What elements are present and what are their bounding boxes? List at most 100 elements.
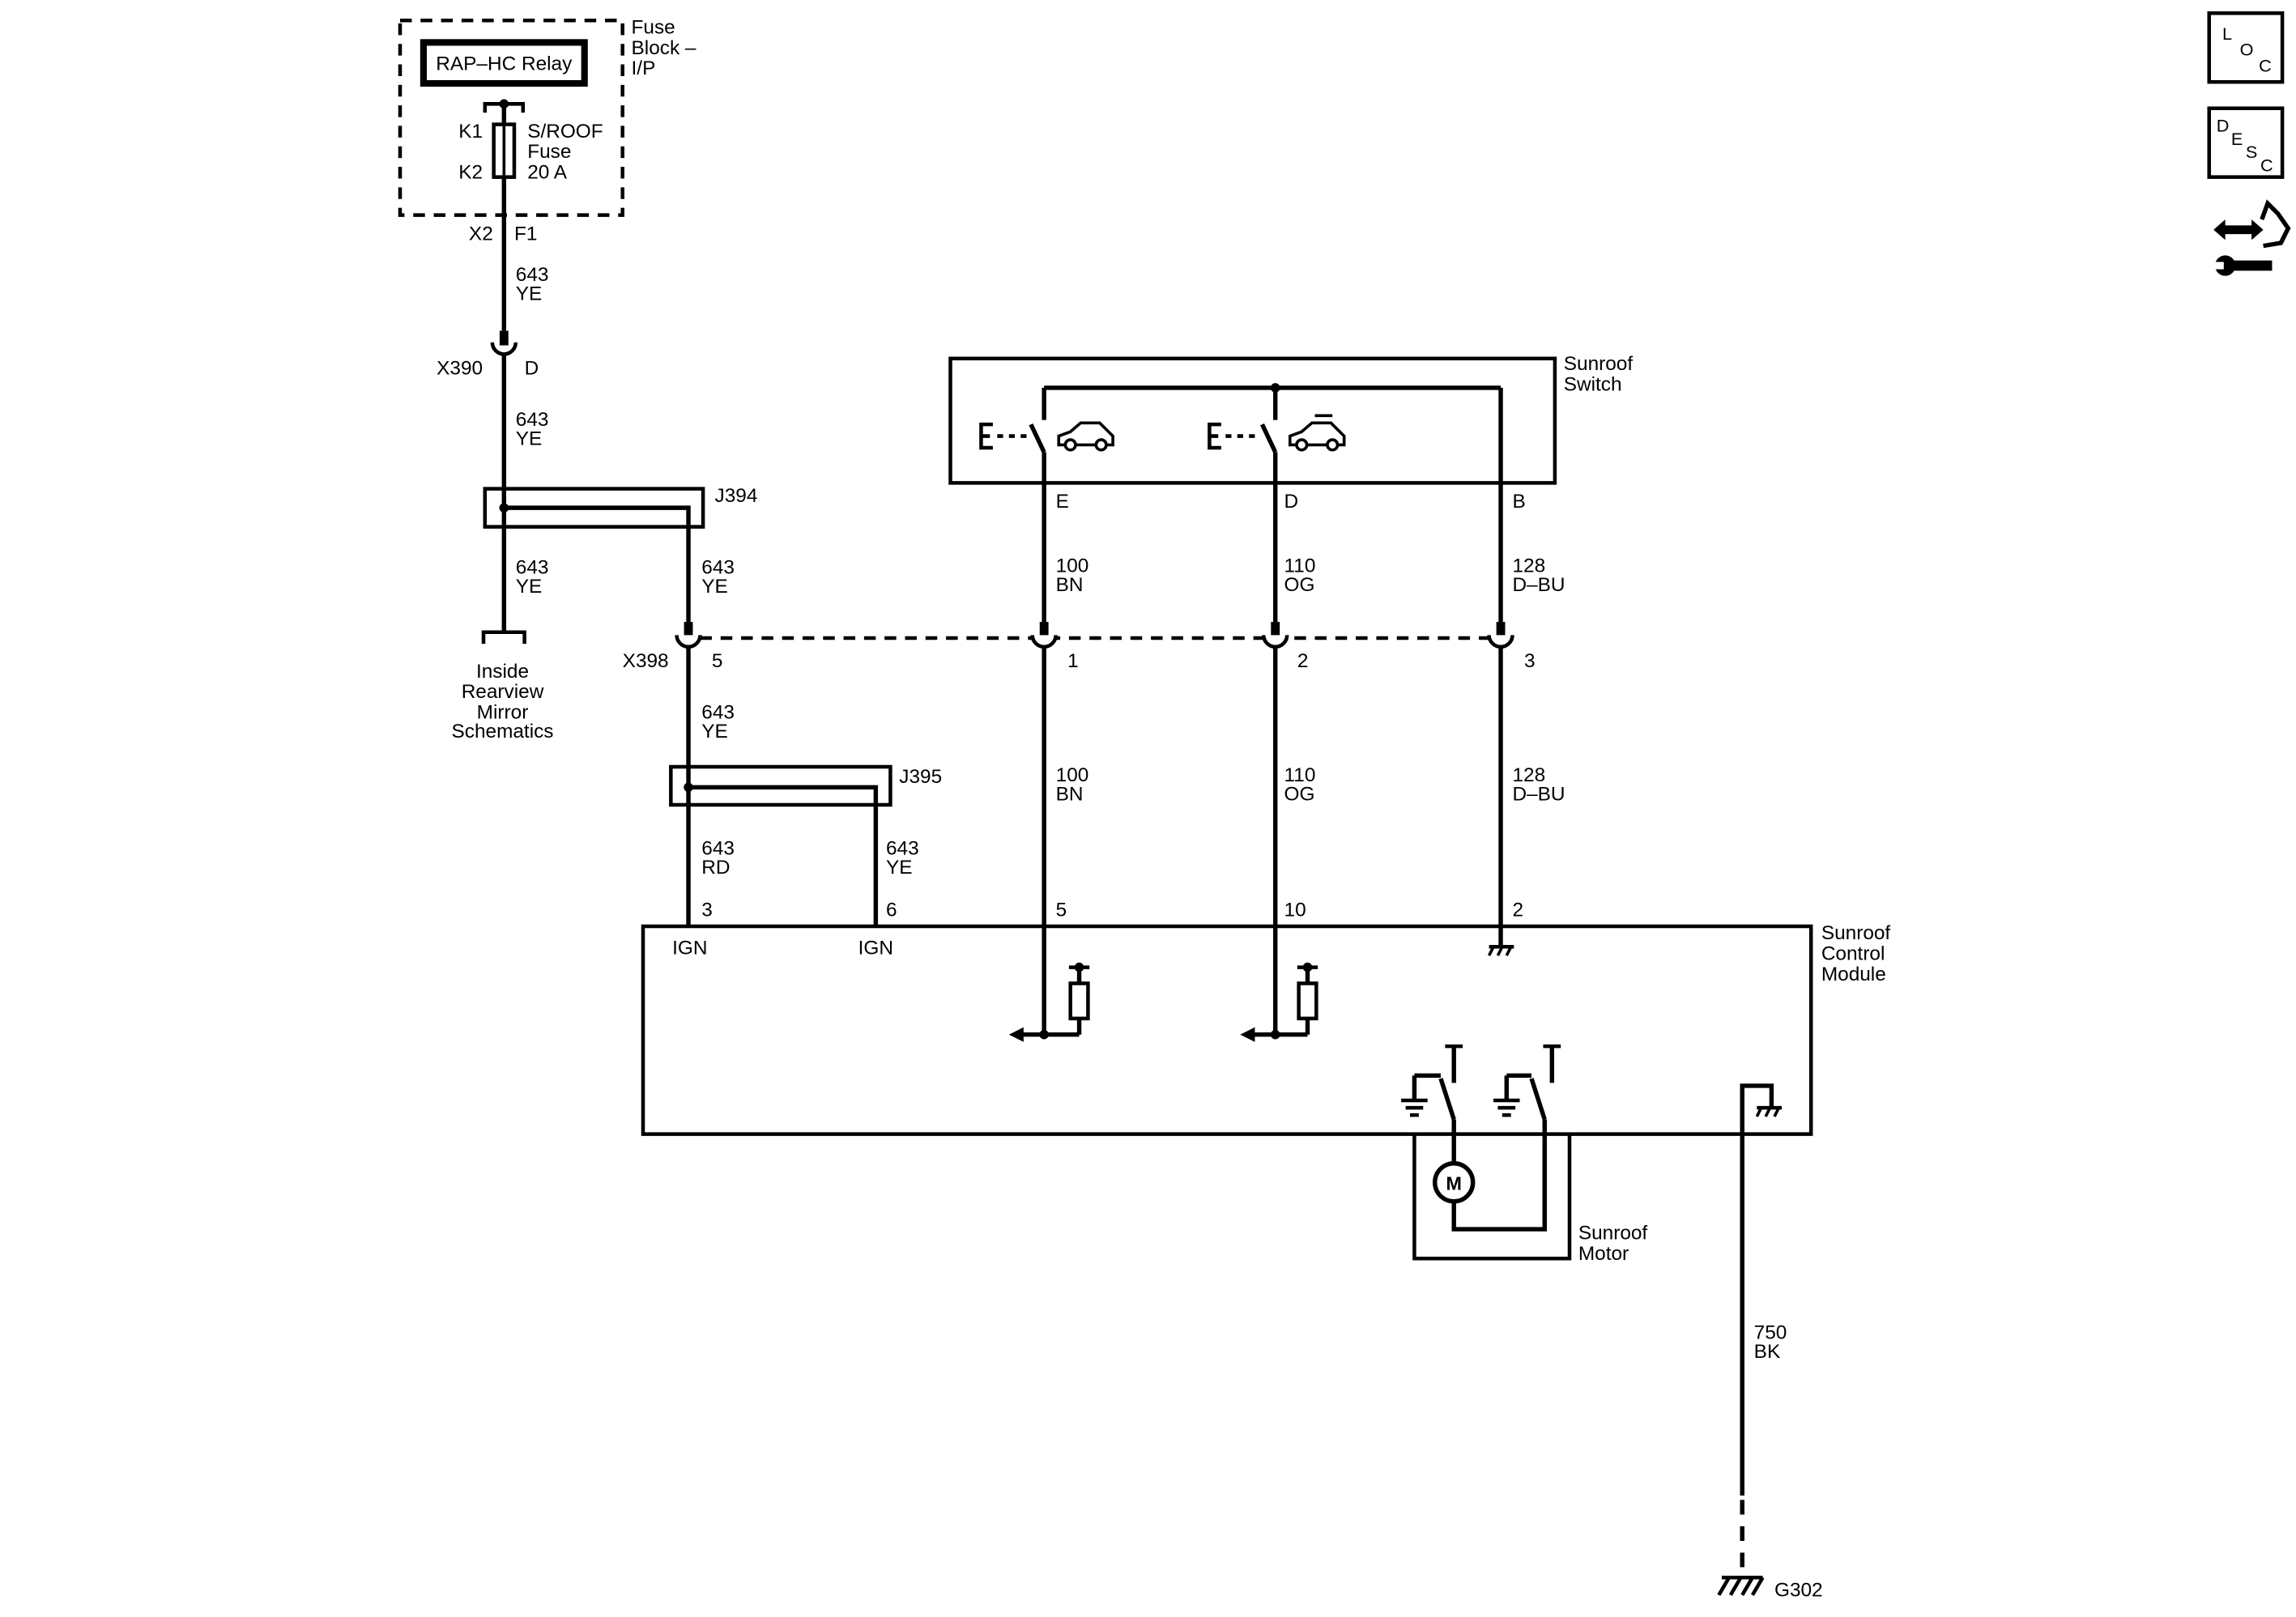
j395-pack (669, 764, 892, 807)
reference-voltage-node (1074, 962, 1084, 972)
j395-name: J395 (899, 766, 942, 788)
x398-pin-1-female (1030, 635, 1058, 649)
wrench-arrow-icon[interactable] (2212, 199, 2291, 276)
wire-switch-d-to-x398: 110 OG (1273, 452, 1315, 623)
wire-color: YE (701, 721, 728, 743)
desc-button[interactable]: D E S C (2207, 106, 2285, 179)
loc-letter-c: C (2259, 56, 2272, 76)
fuse-rating: 20 A (527, 161, 568, 183)
contact-blade (1029, 423, 1046, 453)
wire-x390-to-j394: 643 YE (501, 354, 549, 509)
mirror-ref-line-2: Rearview (462, 681, 544, 703)
circuit-number: 643 (701, 837, 735, 859)
wire-switch-e-to-x398: 100 BN (1042, 452, 1089, 623)
fuse-block-connector: X2 (469, 223, 493, 245)
wire-color: OG (1284, 574, 1315, 596)
wrench-handle-icon (2230, 260, 2273, 271)
loc-button[interactable]: L O C (2207, 11, 2285, 84)
x390-pin-label: D (525, 358, 539, 380)
switch-input-pullup-1 (1008, 962, 1090, 1042)
contact-blade (1260, 423, 1278, 453)
wire-color: BN (1056, 574, 1084, 596)
module-pin-10: 10 (1284, 899, 1306, 921)
sunroof-switch: Sunroof Switch (948, 353, 1633, 513)
j394-name: J394 (715, 485, 758, 507)
wire-module-to-g302: 750 BK (1740, 1134, 1787, 1577)
wire-color: YE (701, 576, 728, 598)
earth-ground-icon (1493, 1098, 1520, 1117)
circuit-number: 643 (701, 556, 735, 578)
relay-blade (1438, 1078, 1456, 1121)
circuit-number: 643 (886, 837, 919, 859)
j394-branch (504, 505, 691, 527)
wire-color: YE (516, 428, 543, 449)
circuit-number: 128 (1513, 555, 1546, 577)
ignition-input-1: IGN (672, 937, 707, 959)
relay-blade (1529, 1078, 1547, 1121)
desc-icon[interactable] (2207, 106, 2285, 179)
wire-x398-3-to-module: 128 D–BU (1498, 646, 1565, 947)
ground-g302: G302 (1717, 1575, 1823, 1602)
wire-color: OG (1284, 784, 1315, 806)
wire-color: BK (1754, 1341, 1781, 1363)
vehicle-wheel (1326, 438, 1340, 452)
fuse-block-ip: Fuse Block – I/P RAP–HC Relay K1 K2 S/RO… (398, 17, 696, 245)
fuse-block-label-line-3: I/P (632, 57, 656, 79)
signal-arrow-head (1240, 1027, 1255, 1042)
vehicle-close-icon (1288, 414, 1346, 452)
signal-arrow-head (1008, 1027, 1024, 1042)
module-pin-6: 6 (886, 899, 897, 921)
switch-input-pullup-2 (1240, 962, 1318, 1042)
wire-x398-2-to-module: 110 OG (1273, 646, 1315, 1035)
x398-name: X398 (623, 650, 669, 672)
fuse-name-line-2: Fuse (527, 141, 571, 163)
mirror-ref-line-4: Schematics (452, 721, 554, 743)
x398-pin-2-label: 2 (1297, 650, 1309, 672)
fuse-block-label-line-1: Fuse (632, 17, 675, 39)
sunroof-close-switch-contact (1208, 387, 1346, 453)
module-label-line-3: Module (1821, 964, 1886, 985)
pushbutton-actuator-icon (1208, 422, 1221, 450)
rap-hc-relay-box (420, 39, 588, 87)
desc-letter-c: C (2260, 155, 2273, 175)
connector-x398: X398 5 1 2 3 (623, 622, 1536, 672)
sunroof-switch-box (948, 356, 1557, 485)
desc-letter-e: E (2231, 129, 2243, 149)
j395-branch (688, 785, 879, 805)
x398-pin-3-female (1487, 635, 1514, 649)
vehicle-wheel (1295, 438, 1309, 452)
loc-letter-l: L (2222, 23, 2232, 44)
sunroof-open-switch-contact (979, 387, 1114, 453)
module-pin-3: 3 (701, 899, 713, 921)
j394-pack (483, 487, 705, 529)
circuit-number: 643 (516, 556, 549, 578)
connector-x390: X390 D (437, 330, 539, 380)
loc-letter-o: O (2240, 40, 2254, 60)
chassis-ground-hatch (1487, 946, 1513, 956)
sunroof-motor: M Sunroof Motor (1412, 1134, 1647, 1265)
motor-label-line-2: Motor (1578, 1243, 1629, 1265)
circuit-number: 100 (1056, 555, 1089, 577)
wire-color: BN (1056, 784, 1084, 806)
wrench-head-icon (2214, 255, 2236, 276)
motor-icon (1433, 1161, 1476, 1204)
fuse-block-boundary (398, 19, 624, 217)
x398-pin-2-female (1262, 635, 1289, 649)
wire-color: YE (516, 576, 543, 598)
hand-outline-icon (2260, 199, 2291, 249)
circuit-number: 643 (516, 409, 549, 431)
wire-x398-1-to-module: 100 BN (1042, 646, 1088, 1035)
wire-fuse-to-x390: 643 YE (501, 177, 548, 331)
wire-color: RD (701, 857, 730, 879)
switch-pin-e: E (1056, 491, 1069, 513)
rap-hc-relay-label: RAP–HC Relay (436, 53, 573, 75)
loc-icon[interactable] (2207, 11, 2285, 84)
double-arrow-icon (2213, 219, 2264, 240)
chassis-ground-hatch (1755, 1107, 1781, 1117)
fuse-block-cavity: F1 (514, 223, 537, 245)
service-info-button[interactable] (2212, 199, 2291, 276)
wrench-jaw-notch (2212, 262, 2224, 270)
ground-terminal-lead (1740, 1083, 1774, 1134)
desc-letter-s: S (2246, 142, 2257, 162)
